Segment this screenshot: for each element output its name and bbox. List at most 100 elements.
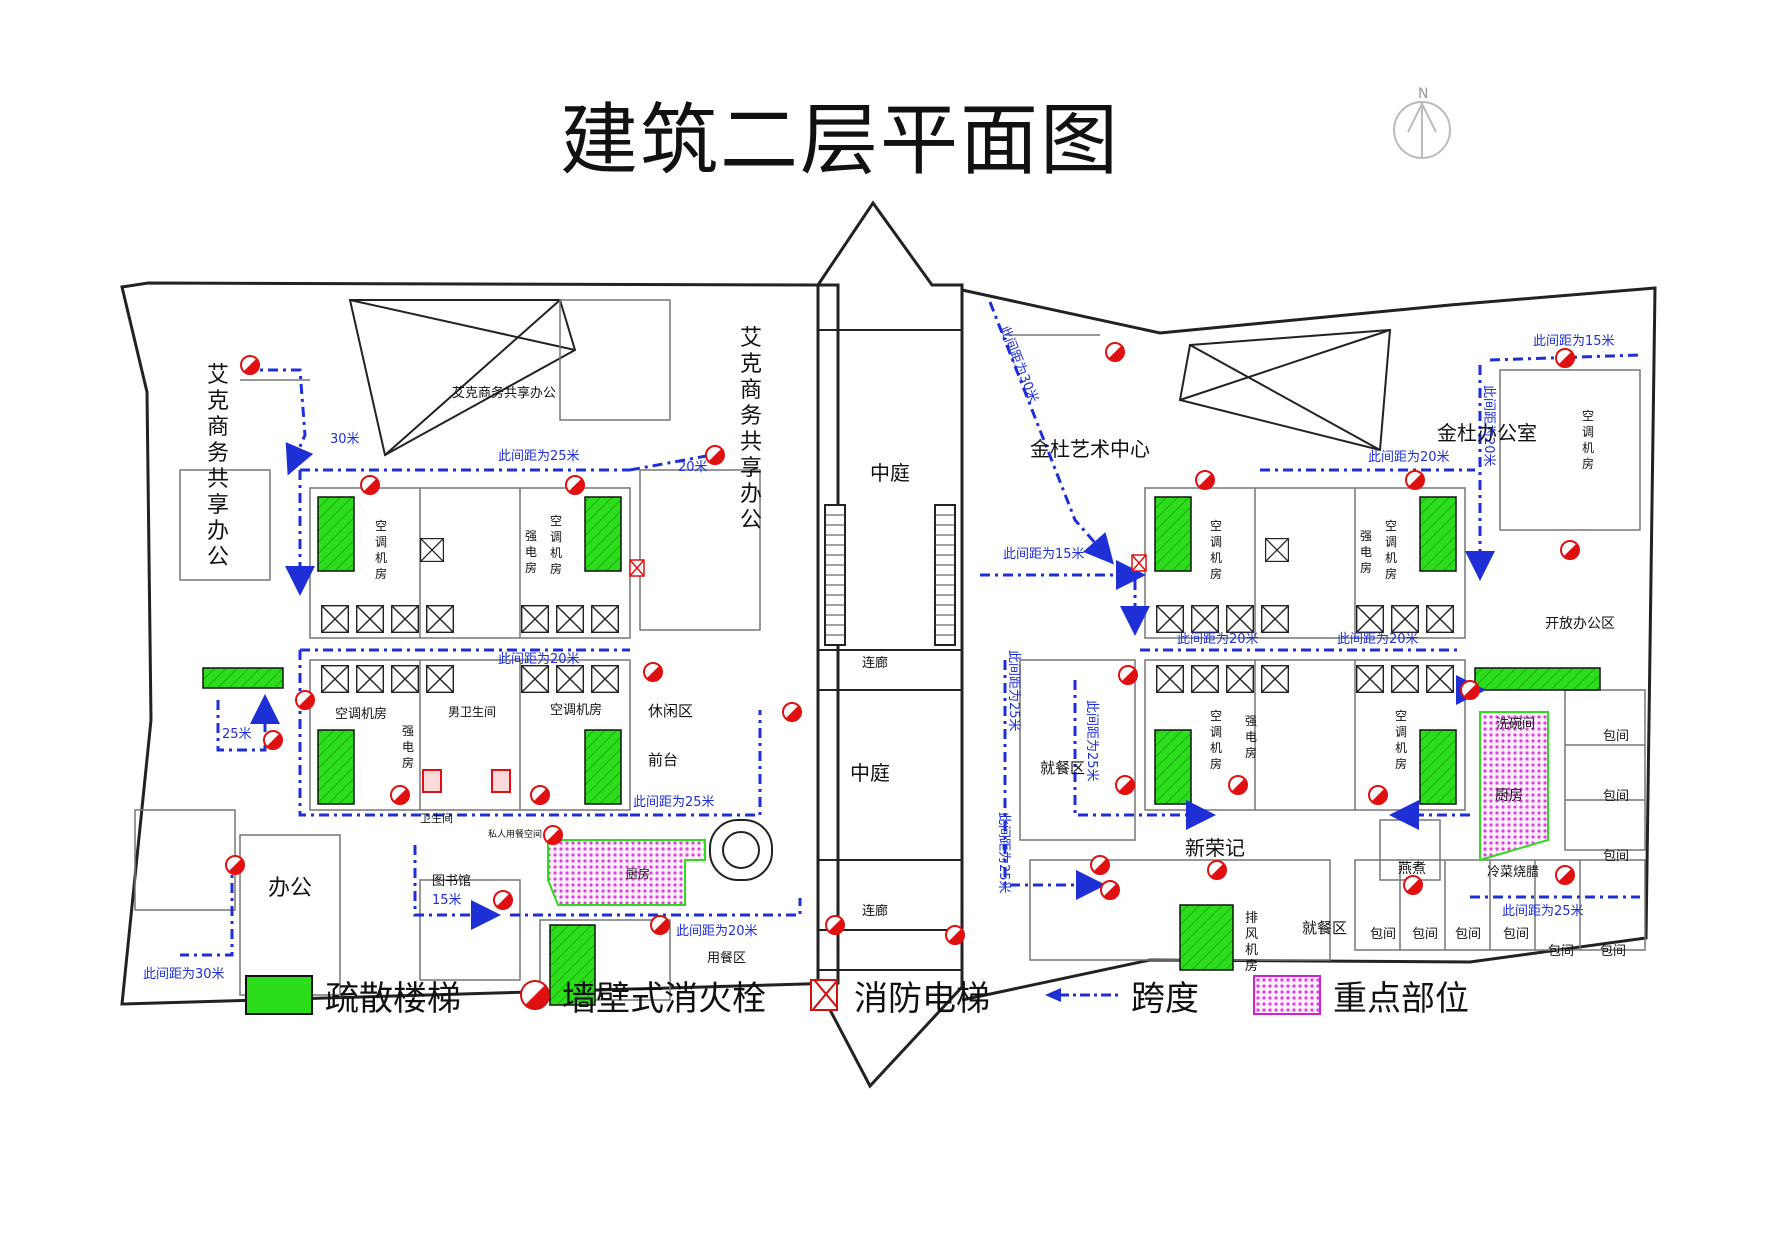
dist-25-bottom-right: 此间距为25米	[1502, 904, 1584, 919]
room-ac-v1-1: 空	[375, 519, 387, 533]
room-power-v3-1: 强	[1360, 529, 1372, 543]
room-ac-v3-2: 调	[1210, 535, 1222, 549]
dist-30-bottom: 此间距为30米	[143, 967, 225, 982]
room-ac-v5-2: 调	[1210, 725, 1222, 739]
room-aike-left-7: 办	[207, 519, 229, 544]
room-ac-v7-3: 机	[1582, 441, 1594, 455]
dist-25-mid: 此间距为25米	[633, 795, 715, 810]
room-open-office: 开放办公区	[1545, 616, 1615, 632]
room-ac-v3-3: 机	[1210, 551, 1222, 565]
evacuation-routes	[180, 301, 1641, 957]
north-letter: N	[1418, 86, 1428, 102]
room-lounge: 休闲区	[648, 702, 693, 720]
room-exhaust-1: 排	[1245, 911, 1258, 926]
room-kitchen-east: 厨房	[1495, 788, 1523, 804]
room-ac-v1-3: 机	[375, 551, 387, 565]
room-ac-v2-3: 机	[550, 546, 562, 560]
round-core	[709, 819, 773, 881]
room-aike-top: 艾克商务共享办公	[452, 385, 556, 401]
room-jindu-office: 金杜办公室	[1437, 421, 1537, 445]
legend-label-key: 重点部位	[1333, 978, 1469, 1019]
room-corridor-1: 连廊	[862, 655, 888, 671]
dist-25-v3: 此间距为25米	[996, 812, 1011, 894]
room-exhaust-3: 机	[1245, 943, 1258, 958]
room-aike-mid-5: 共	[740, 430, 762, 455]
room-ac-v6-2: 调	[1395, 725, 1407, 739]
room-ac-v4-1: 空	[1385, 519, 1397, 533]
dist-15-right: 此间距为15米	[1003, 547, 1085, 562]
room-ac-v3-4: 房	[1210, 566, 1222, 581]
north-arrow-icon: N	[1393, 86, 1451, 159]
room-aike-mid-2: 克	[740, 352, 762, 377]
room-power-v1-3: 房	[525, 560, 537, 575]
room-yanzhu: 燕煮	[1398, 861, 1426, 877]
room-aike-left-6: 享	[207, 493, 229, 518]
room-power-v4-3: 房	[1245, 745, 1257, 760]
room-private-side-3: 包间	[1603, 849, 1629, 864]
room-aike-mid-3: 商	[740, 378, 762, 403]
span-arrow-icon	[1045, 988, 1119, 1002]
legend-label-elevator: 消防电梯	[854, 978, 990, 1019]
room-private-4: 包间	[1503, 927, 1529, 942]
room-ac-v3-1: 空	[1210, 519, 1222, 533]
room-exhaust-4: 房	[1245, 958, 1258, 974]
room-ac-v4-4: 房	[1385, 566, 1397, 581]
room-aike-left-1: 艾	[207, 363, 229, 388]
room-xinrongji: 新荣记	[1185, 836, 1245, 860]
room-ac-v6-1: 空	[1395, 709, 1407, 723]
room-ac-1: 空调机房	[335, 706, 387, 722]
room-aike-left-5: 共	[207, 467, 229, 492]
room-ac-v7-2: 调	[1582, 425, 1594, 439]
room-power-v1-2: 电	[525, 545, 537, 559]
dist-20-mid: 此间距为20米	[498, 652, 580, 667]
room-private-side-1: 包间	[1603, 729, 1629, 744]
page-title: 建筑二层平面图	[560, 96, 1121, 186]
room-ac-v2-4: 房	[550, 561, 562, 576]
room-ac-v5-3: 机	[1210, 741, 1222, 755]
room-private-2: 包间	[1412, 927, 1438, 942]
room-power-v2-1: 强	[402, 724, 414, 738]
room-courtyard-top: 中庭	[870, 461, 910, 485]
legend: 疏散楼梯 墙壁式消火栓 消防电梯 跨度 重点部位	[0, 965, 1773, 1045]
room-office: 办公	[268, 876, 312, 901]
room-private-1: 包间	[1370, 927, 1396, 942]
dist-30: 30米	[330, 432, 360, 447]
room-aike-mid-4: 务	[740, 404, 762, 429]
legend-item-key: 重点部位	[1253, 965, 1469, 1025]
fire-elevators	[629, 554, 1147, 577]
room-private-dining: 私人用餐空间	[488, 828, 542, 840]
room-restroom-2: 卫生间	[420, 811, 453, 825]
room-ac-v2-1: 空	[550, 514, 562, 528]
key-area-swatch	[1253, 975, 1321, 1015]
red-equipment	[422, 769, 511, 793]
room-ac-v1-4: 房	[375, 566, 387, 581]
room-dining-2: 就餐区	[1040, 759, 1085, 777]
building-outline-west	[120, 281, 840, 1006]
hydrant-icon	[520, 980, 550, 1010]
room-power-v3-2: 电	[1360, 545, 1372, 559]
legend-label-hydrant: 墙壁式消火栓	[562, 978, 766, 1019]
void-west	[348, 299, 577, 457]
room-ac-v1-2: 调	[375, 535, 387, 549]
room-labels: 艾克商务共享办公 艾 克 商 务 共 享 办 公 艾 克 商 务 共 享 办 公…	[207, 326, 1629, 974]
dist-20-east-a: 此间距为20米	[1177, 632, 1259, 647]
escalators	[824, 504, 956, 646]
room-corridor-2: 连廊	[862, 903, 888, 919]
room-aike-left-3: 商	[207, 415, 229, 440]
room-aike-left-2: 克	[207, 389, 229, 414]
room-power-v4-2: 电	[1245, 730, 1257, 744]
room-aike-mid-1: 艾	[740, 326, 762, 351]
void-east	[1178, 328, 1392, 452]
room-restroom: 男卫生间	[448, 705, 496, 719]
dist-25-v1: 此间距为25米	[1006, 650, 1021, 732]
room-power-v3-3: 房	[1360, 560, 1372, 575]
room-kitchen-west: 厨房	[626, 866, 650, 881]
room-ac-v6-3: 机	[1395, 741, 1407, 755]
building-outline-east	[961, 286, 1657, 1002]
dist-20-east-b: 此间距为20米	[1337, 632, 1419, 647]
distance-labels: 30米 此间距为25米 20米 此间距为20米 25米 此间距为25米 15米 …	[143, 324, 1615, 982]
room-library: 图书馆	[432, 874, 471, 889]
room-ac-v7-1: 空	[1582, 409, 1594, 423]
room-private-side-2: 包间	[1603, 789, 1629, 804]
